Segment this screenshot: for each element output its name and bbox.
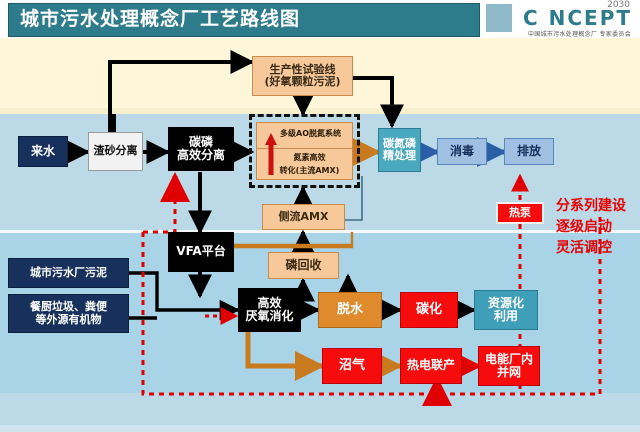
nitrogen-module-dashed-container — [249, 114, 360, 188]
title-bar — [8, 3, 480, 37]
node-discharge[interactable]: 排放 — [504, 138, 554, 165]
anaerobic-digestion-label-1: 高效 — [257, 295, 282, 310]
node-influent[interactable]: 来水 — [18, 136, 68, 167]
node-carbonization[interactable]: 碳化 — [400, 292, 458, 328]
cnp-polish-label-2: 精处理 — [383, 149, 416, 162]
node-heat-pump[interactable]: 热泵 — [496, 202, 544, 224]
resource-use-label-1: 资源化 — [487, 295, 524, 310]
node-biogas[interactable]: 沼气 — [322, 348, 382, 384]
cnp-polish-label-1: 碳氮磷 — [383, 136, 416, 150]
ao-system-label: 多级AO脱氮系统 — [280, 129, 341, 138]
n-conversion-label-1: 氮素高效 — [293, 153, 326, 162]
node-pilot-line[interactable]: 生产性试验线 (好氧颗粒污泥) — [252, 56, 353, 96]
node-carbon-phosphorus-separation[interactable]: 碳磷 高效分离 — [168, 127, 234, 171]
n-conversion-label-2: 转化(主流AMX) — [279, 166, 340, 175]
resource-use-label-2: 利用 — [493, 309, 518, 323]
node-anaerobic-digestion[interactable]: 高效 厌氧消化 — [238, 288, 301, 332]
header: 城市污水处理概念厂工艺路线图 2030 C NCEPT 中国城市污水处理概念厂 … — [0, 0, 640, 38]
node-sidestream-amx[interactable]: 侧流AMX — [262, 204, 345, 230]
red-up-arrow-icon — [265, 133, 277, 175]
node-grid-connection[interactable]: 电能厂内 并网 — [478, 346, 540, 386]
node-disinfection[interactable]: 消毒 — [437, 138, 487, 165]
grid-label-1: 电能厂内 — [484, 351, 533, 366]
pilot-line-label-1: 生产性试验线 — [269, 62, 336, 76]
node-nitrogen-module[interactable]: 多级AO脱氮系统 氮素高效 转化(主流AMX) — [256, 122, 353, 180]
logo-wordmark: C NCEPT — [522, 6, 632, 30]
logo-subtitle: 中国城市污水处理概念厂 专家委员会 — [527, 31, 631, 38]
node-grit-separation[interactable]: 渣砂分离 — [88, 132, 143, 171]
annotation-line-2: 逐级启动 — [556, 219, 612, 235]
logo-year: 2030 — [607, 0, 630, 10]
external-organics-label-2: 等外源有机物 — [35, 312, 102, 326]
background-band-cream-edge — [0, 108, 640, 114]
node-external-organics[interactable]: 餐厨垃圾、粪便 等外源有机物 — [8, 294, 129, 333]
cp-separation-label-2: 高效分离 — [176, 148, 225, 162]
pilot-line-label-2: (好氧颗粒污泥) — [264, 75, 341, 88]
node-resource-utilization[interactable]: 资源化 利用 — [474, 290, 538, 330]
grid-label-2: 并网 — [496, 365, 521, 379]
background-band-bottom — [0, 425, 640, 432]
logo-swatch — [486, 4, 512, 32]
concept-logo: 2030 C NCEPT 中国城市污水处理概念厂 专家委员会 — [486, 0, 636, 38]
anaerobic-digestion-label-2: 厌氧消化 — [245, 309, 294, 323]
node-chp[interactable]: 热电联产 — [400, 348, 462, 384]
node-phosphorus-recovery[interactable]: 磷回收 — [268, 252, 339, 279]
node-municipal-sludge[interactable]: 城市污水厂污泥 — [8, 258, 129, 288]
cp-separation-label-1: 碳磷 — [188, 134, 213, 149]
external-organics-label-1: 餐厨垃圾、粪便 — [30, 300, 107, 314]
node-vfa-platform[interactable]: VFA平台 — [168, 232, 234, 272]
annotation-line-3: 灵活调控 — [556, 240, 612, 256]
page-title: 城市污水处理概念厂工艺路线图 — [20, 8, 301, 30]
node-cnp-polishing[interactable]: 碳氮磷 精处理 — [378, 128, 421, 172]
annotation-line-1: 分系列建设 — [556, 198, 626, 214]
node-dewatering[interactable]: 脱水 — [318, 292, 382, 328]
nitrogen-module-divider — [257, 148, 352, 149]
background-band-divider — [0, 230, 640, 233]
